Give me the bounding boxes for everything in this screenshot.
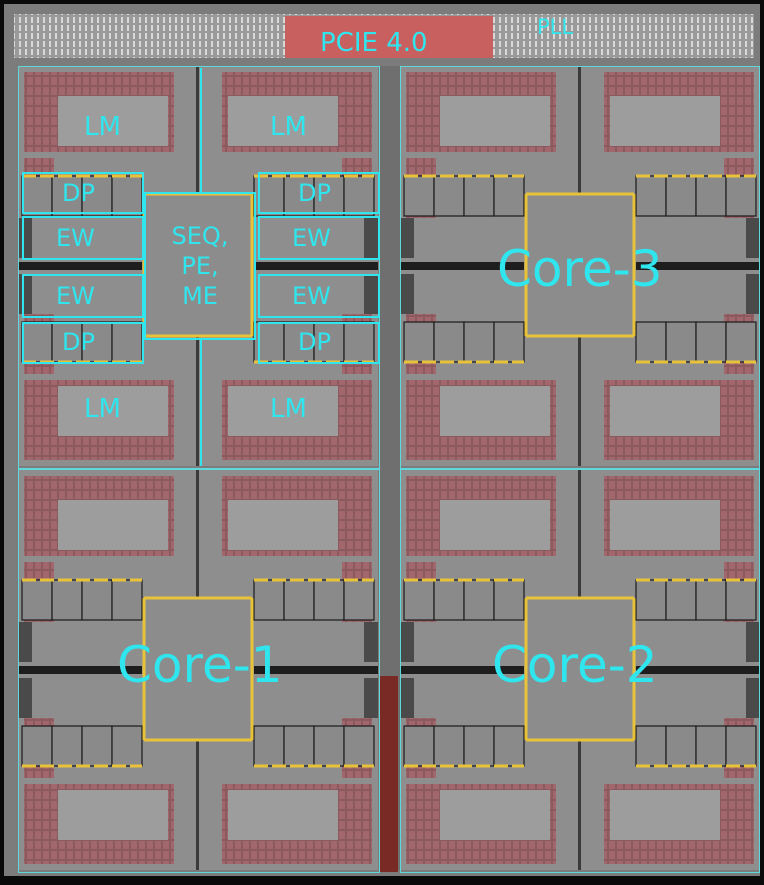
annotation-divider-lower	[200, 340, 202, 466]
lm-label-bottom-left: LM	[84, 396, 121, 422]
ew-label-lower-left: EW	[56, 284, 95, 308]
dp-label-top-right: DP	[298, 181, 331, 205]
pe-label: PE,	[181, 254, 218, 278]
seq-pe-me-block: SEQ, PE, ME	[144, 192, 256, 340]
ew-label-upper-right: EW	[292, 226, 331, 250]
annotation-divider-upper	[200, 68, 202, 194]
pcie-label: PCIE 4.0	[320, 30, 428, 56]
me-label: ME	[182, 284, 218, 308]
lm-label-bottom-right: LM	[270, 396, 307, 422]
core-3-label: Core-3	[497, 244, 663, 294]
pll-label: PLL	[537, 17, 573, 38]
core-1-label: Core-1	[117, 640, 283, 690]
lm-label-top-left: LM	[84, 114, 121, 140]
lm-label-top-right: LM	[270, 114, 307, 140]
dp-label-bottom-left: DP	[62, 330, 95, 354]
dp-label-top-left: DP	[62, 181, 95, 205]
seq-label: SEQ,	[172, 224, 229, 248]
core-2-label: Core-2	[492, 640, 658, 690]
ew-label-lower-right: EW	[292, 284, 331, 308]
ew-label-upper-left: EW	[56, 226, 95, 250]
dp-label-bottom-right: DP	[298, 330, 331, 354]
